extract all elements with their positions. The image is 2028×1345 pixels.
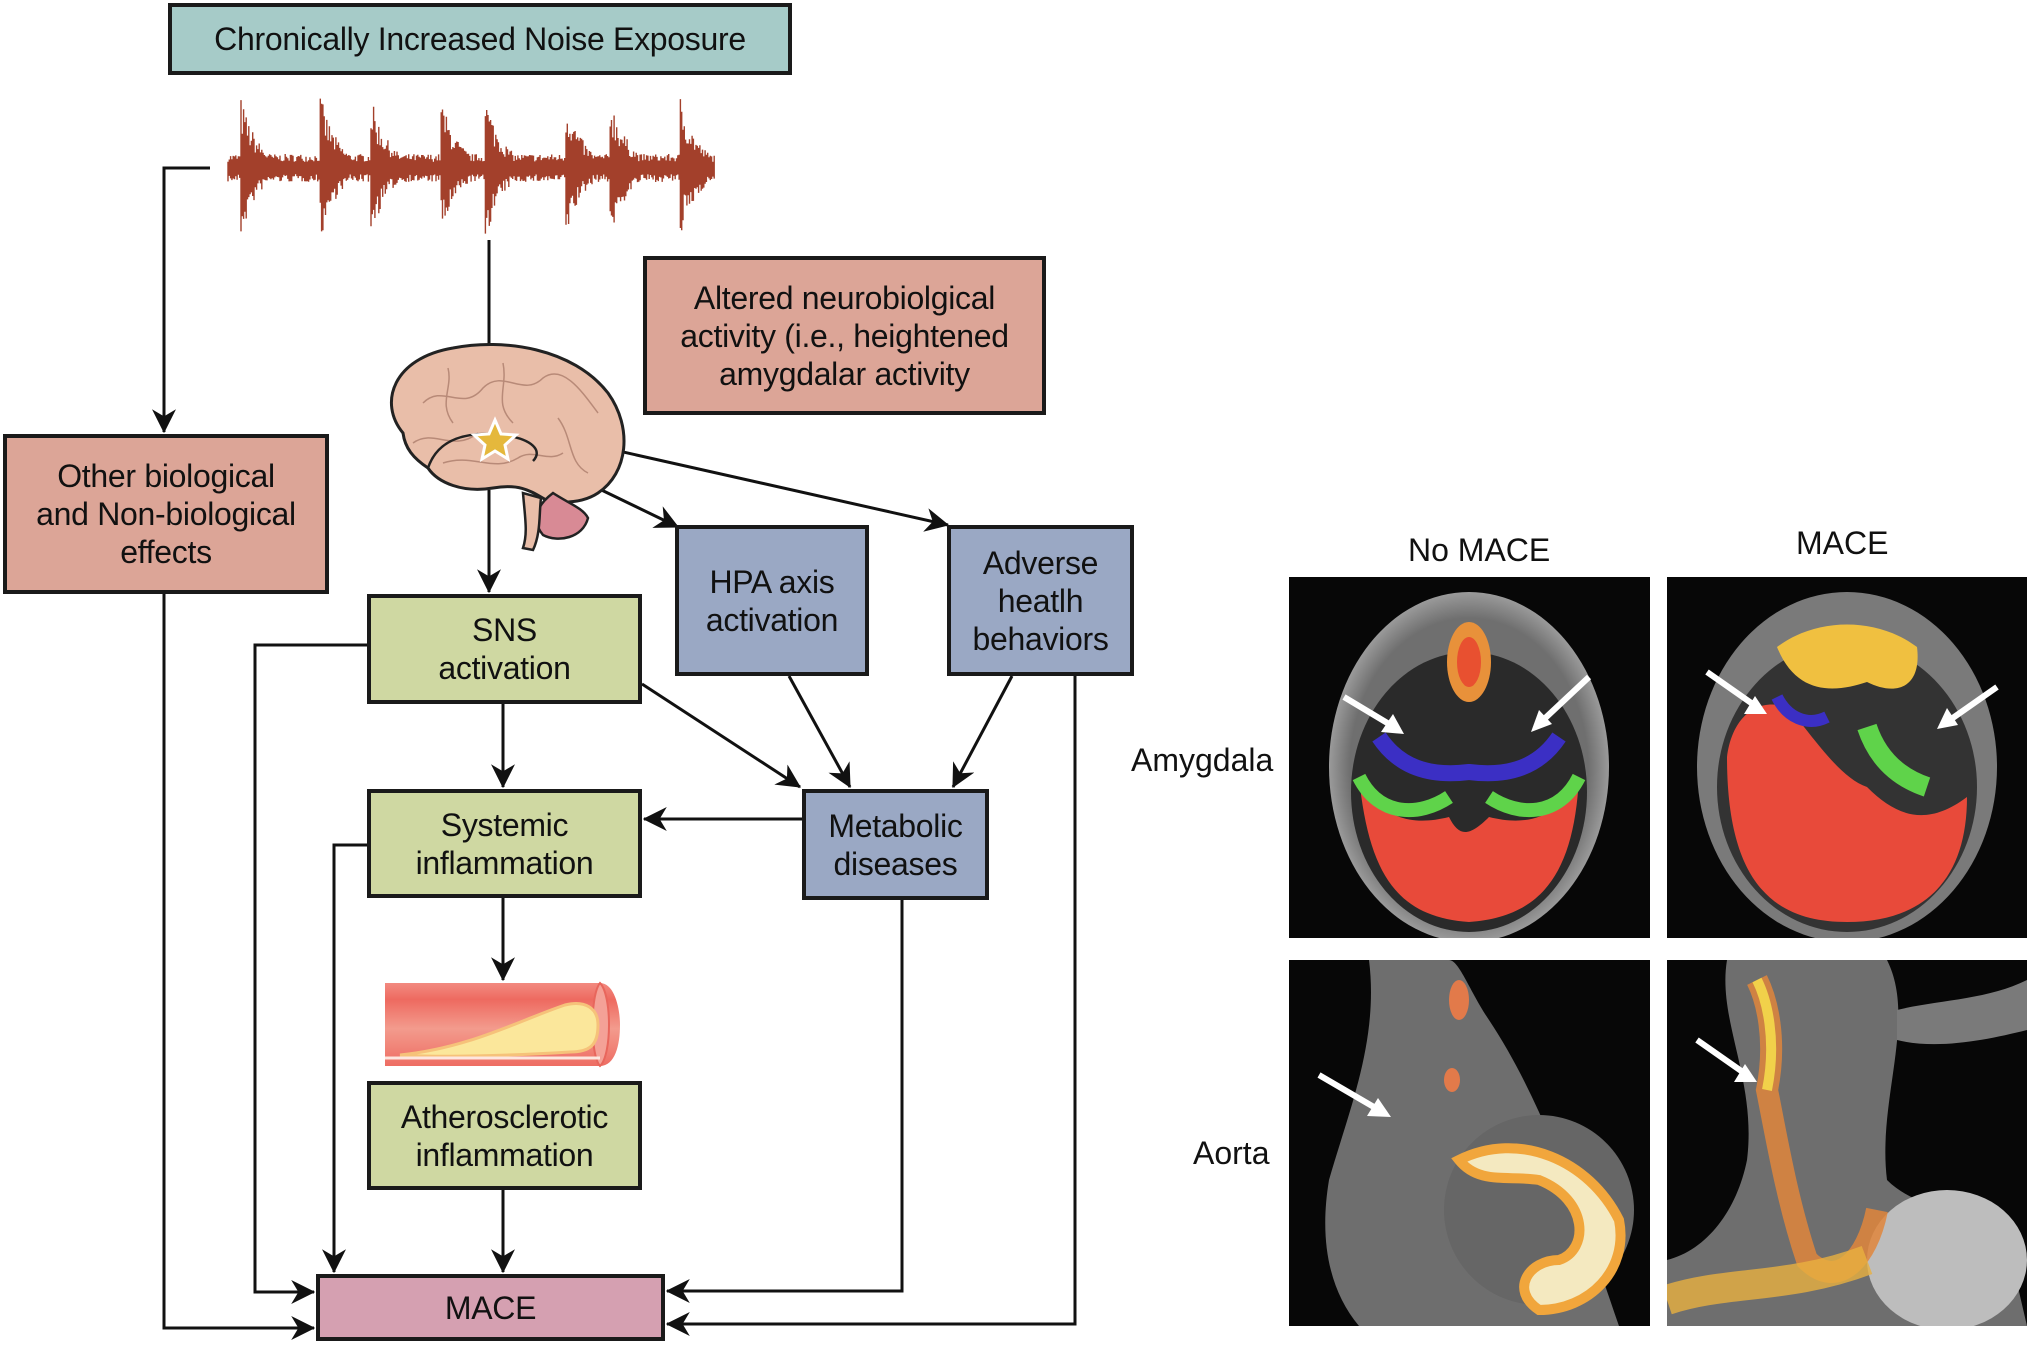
pet-aorta-mace	[1667, 960, 2027, 1326]
row-label-aorta: Aorta	[1193, 1135, 1270, 1171]
node-mace: MACE	[316, 1274, 665, 1341]
noise-exposure-title: Chronically Increased Noise Exposure	[168, 3, 792, 75]
edge-other-mace	[162, 594, 316, 1340]
pet-aorta-no-mace	[1289, 960, 1650, 1326]
node-systemic-inflammation: Systemic inflammation	[367, 789, 642, 898]
node-adverse-behaviors: Adverse heatlh behaviors	[947, 525, 1134, 676]
node-mace-label: MACE	[444, 1289, 537, 1326]
edge-adverse-metabolic	[951, 675, 1014, 789]
column-label-mace: MACE	[1796, 525, 1889, 561]
node-other-effects-label: Other biological and Non-biological effe…	[36, 458, 296, 570]
edge-sns-mace	[253, 643, 367, 1304]
edge-systemic-mace	[322, 843, 367, 1274]
node-sns-activation: SNS activation	[367, 594, 642, 704]
edge-hpa-metabolic	[787, 675, 852, 789]
edge-adverse-mace	[665, 676, 1077, 1336]
node-hpa-label: HPA axis activation	[705, 563, 839, 638]
waveform-trace	[227, 98, 715, 234]
node-adverse-label: Adverse heatlh behaviors	[972, 544, 1109, 657]
edge-noise-other	[152, 166, 210, 434]
node-altered-activity: Altered neurobiolgical activity (i.e., h…	[643, 256, 1046, 415]
pet-amygdala-mace	[1667, 577, 2027, 938]
row-label-amygdala: Amygdala	[1131, 742, 1274, 778]
star-icon	[470, 416, 520, 463]
edge-sns-metabolic	[641, 682, 802, 789]
node-other-effects: Other biological and Non-biological effe…	[3, 434, 329, 594]
pet-amygdala-no-mace	[1289, 577, 1650, 938]
node-altered-activity-label: Altered neurobiolgical activity (i.e., h…	[680, 279, 1009, 392]
title-text: Chronically Increased Noise Exposure	[214, 21, 746, 57]
node-hpa-activation: HPA axis activation	[675, 525, 869, 676]
column-label-no-mace: No MACE	[1408, 532, 1551, 568]
node-metabolic-diseases: Metabolic diseases	[802, 789, 989, 900]
node-sns-label: SNS activation	[438, 612, 571, 686]
node-athero-label: Atherosclerotic inflammation	[400, 1098, 609, 1173]
edge-metabolic-mace	[665, 900, 904, 1303]
node-systemic-label: Systemic inflammation	[415, 806, 594, 881]
node-metabolic-label: Metabolic diseases	[828, 807, 963, 882]
node-atherosclerotic-inflammation: Atherosclerotic inflammation	[367, 1081, 642, 1190]
